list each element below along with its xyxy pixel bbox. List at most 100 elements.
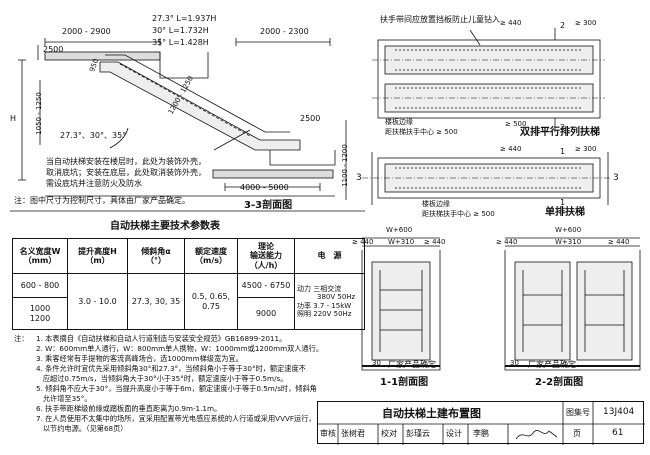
note-line-2: 取消底坑；安装在底层，此处取消装饰外壳， bbox=[46, 168, 206, 177]
sec22-dim bbox=[505, 237, 640, 247]
sec11-dim-w600: W+600 bbox=[386, 226, 413, 234]
spec-header-row: 名义宽度W （mm） 提升高度H （m） 倾斜角α （°） 额定速度 （m/s）… bbox=[12, 238, 365, 274]
escalator-handrail bbox=[105, 54, 290, 133]
role-design: 设计 bbox=[446, 429, 462, 438]
dim-lower bbox=[224, 183, 321, 191]
power-k0: 动力 bbox=[297, 285, 311, 294]
sec11-dim-w310: W+310 bbox=[388, 238, 415, 246]
sec11-dim bbox=[362, 237, 440, 247]
sec22-bottom-label: 厂家产品确定 bbox=[528, 360, 576, 369]
double-plan-frame bbox=[377, 39, 601, 119]
double-leader-text: 扶手带间应放置挡板防止儿童钻入 bbox=[380, 15, 500, 24]
dim-top-right: 2000 - 2300 bbox=[260, 27, 309, 36]
note-item-3: 3. 乘客经常有手提物的客流高峰场合，选1000mm梯级宽为宜。 bbox=[36, 354, 243, 363]
power-k2: 功率 bbox=[297, 301, 311, 310]
single-plan-title: 单排扶梯 bbox=[545, 207, 585, 218]
header-lift: 提升高度H （m） bbox=[67, 238, 128, 274]
row1-capacity: 4500 - 6750 bbox=[237, 273, 295, 298]
role-review: 审核 bbox=[320, 429, 336, 438]
title-block-grid bbox=[318, 402, 645, 445]
table-row: 1000 1200 9000 bbox=[12, 297, 365, 330]
note-line-3: 需设底坑并注意防火及防水 bbox=[46, 179, 142, 188]
sec22-dim-440-right: ≥ 440 bbox=[608, 238, 630, 246]
spec-table-title: 自动扶梯主要技术参数表 bbox=[110, 221, 220, 232]
sec22-dim-w600: W+600 bbox=[555, 226, 582, 234]
header-power: 电 源 bbox=[294, 238, 365, 274]
sec11-title: 1-1剖面图 bbox=[380, 377, 429, 388]
note-item-5b: 允许增至35°。 bbox=[36, 394, 92, 403]
sec22-escalator-a bbox=[514, 261, 571, 361]
note-item-1: 1. 本表摘自《自动扶梯和自动人行道制造与安装安全规范》GB16899-2011… bbox=[36, 334, 287, 343]
angle-label: 27.3°、30°、35° bbox=[60, 131, 127, 140]
note-item-7b: 以节约电源。（见第68页） bbox=[36, 424, 128, 433]
double-dim-440: ≥ 440 bbox=[500, 19, 522, 27]
atlas-label: 图集号 bbox=[566, 408, 590, 417]
dim-1050-1250: 1050 - 1250 bbox=[34, 92, 43, 135]
spec-table: 名义宽度W （mm） 提升高度H （m） 倾斜角α （°） 额定速度 （m/s）… bbox=[12, 238, 365, 330]
row1-width: 600 - 800 bbox=[12, 273, 68, 298]
table-row: 600 - 800 3.0 - 10.0 27.3, 30, 35 0.5, 0… bbox=[12, 273, 365, 330]
row2-width: 1000 1200 bbox=[12, 297, 68, 330]
leader-note bbox=[213, 129, 251, 151]
single-marker-1-bot: 1 bbox=[560, 198, 566, 207]
single-marker-3-left: 3 bbox=[356, 173, 362, 183]
single-label-edge: 楼板边缘 bbox=[422, 200, 450, 208]
section33-title: 3-3剖面图 bbox=[244, 200, 293, 211]
escalator-truss bbox=[99, 61, 301, 151]
dim-2500-a: 2500 bbox=[43, 45, 64, 54]
sec11-dim-440-right: ≥ 440 bbox=[424, 238, 446, 246]
power-v1: 380V 50Hz bbox=[317, 293, 356, 302]
right-dim bbox=[235, 38, 331, 46]
sec22-dim-30: 30 bbox=[510, 359, 519, 367]
single-marker-3-right: 3 bbox=[613, 173, 619, 183]
header-speed: 额定速度 （m/s） bbox=[184, 238, 238, 274]
sec11-bottom-label: 厂家产品确定 bbox=[388, 360, 436, 369]
angle-arc bbox=[109, 127, 129, 149]
angle-values: 27.3, 30, 35 bbox=[127, 273, 185, 330]
lift-height: 3.0 - 10.0 bbox=[67, 273, 128, 330]
note-item-6: 6. 扶手带距梯级前缘或踏板面的垂直距离为0.9m-1.1m。 bbox=[36, 404, 222, 413]
double-label-center: 距扶梯扶手中心 ≥ 500 bbox=[385, 128, 458, 136]
signature-mark bbox=[515, 430, 558, 440]
note-item-4: 4. 条件允许时宜优先采用倾斜角30°和27.3°，当倾斜角小于等于30°时，额… bbox=[36, 364, 306, 373]
header-capacity: 理论 输送能力 （人/h） bbox=[237, 238, 295, 274]
sec11-escalator bbox=[371, 261, 431, 361]
sec22-title: 2-2剖面图 bbox=[535, 377, 584, 388]
speed-values: 0.5, 0.65, 0.75 bbox=[184, 273, 238, 330]
angle-length-30: 30° L=1.732H bbox=[152, 26, 209, 35]
name-review: 张树君 bbox=[341, 429, 365, 438]
header-angle: 倾斜角α （°） bbox=[127, 238, 185, 274]
upper-edge-dim bbox=[44, 38, 161, 46]
note-bottom: 注：图中尺寸为控制尺寸，具体由厂家产品确定。 bbox=[14, 196, 190, 205]
drawing-title: 自动扶梯土建布置图 bbox=[382, 407, 481, 420]
role-check: 校对 bbox=[381, 429, 397, 438]
power-cell: 动力 三相交流 380V 50Hz 功率 3.7 - 15kW 照明 220V … bbox=[294, 273, 365, 330]
sec22-escalator-b bbox=[576, 261, 633, 361]
notes-block: 注：1. 本表摘自《自动扶梯和自动人行道制造与安装安全规范》GB16899-20… bbox=[14, 334, 359, 434]
double-dim-500: ≥ 500 bbox=[505, 120, 527, 128]
note-item-4b: 应超过0.75m/s，当倾斜角大于30°小于35°时，额定速度小于等于0.5m/… bbox=[36, 374, 288, 383]
row2-capacity: 9000 bbox=[237, 297, 295, 330]
sec11-dim-30: 30 bbox=[372, 359, 381, 367]
name-check: 彭瑾云 bbox=[406, 429, 430, 438]
lower-floor-slab bbox=[212, 169, 334, 179]
power-v0: 三相交流 bbox=[313, 285, 342, 294]
top-box bbox=[159, 52, 209, 79]
double-dim-300: ≥ 300 bbox=[575, 19, 597, 27]
page-number: 61 bbox=[612, 428, 624, 438]
note-item-2: 2. W：600mm单人通行，W：800mm单人携物，W：1000mm或1200… bbox=[36, 344, 324, 353]
sec22-walls bbox=[504, 250, 641, 371]
power-v3: 220V 50Hz bbox=[313, 309, 352, 318]
dim-2500-b: 2500 bbox=[300, 114, 321, 123]
angle-length-27: 27.3° L=1.937H bbox=[152, 14, 217, 23]
double-marker-bot: 2 bbox=[560, 123, 566, 132]
sec22-dim-w310: W+310 bbox=[555, 238, 582, 246]
double-label-edge: 楼板边缘 bbox=[385, 118, 413, 126]
double-plan-title: 双排平行排列扶梯 bbox=[520, 127, 600, 138]
dim-H: H bbox=[10, 114, 17, 123]
power-v2: 3.7 - 15kW bbox=[313, 301, 352, 310]
pit-outline bbox=[269, 150, 336, 166]
leader-top bbox=[469, 29, 481, 46]
dim-1100-1200: 1100 - 1200 bbox=[340, 144, 349, 187]
angle-length-35: 35° L=1.428H bbox=[152, 38, 209, 47]
